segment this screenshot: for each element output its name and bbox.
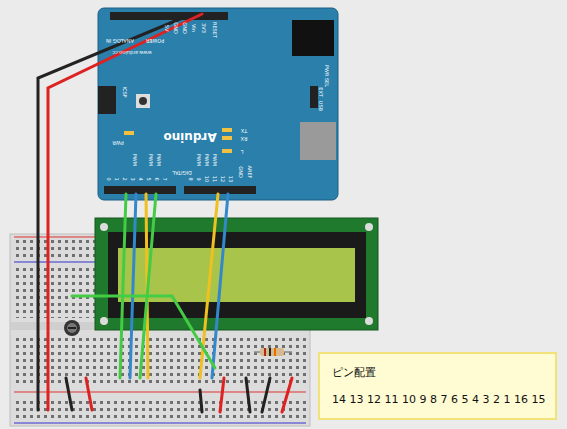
silkscreen-label: 8 bbox=[188, 177, 193, 180]
resistor bbox=[254, 348, 292, 356]
arduino-board bbox=[222, 128, 232, 132]
silkscreen-label: POWER bbox=[146, 38, 165, 43]
wires bbox=[200, 390, 202, 412]
wires bbox=[130, 194, 136, 378]
silkscreen-label: 9 bbox=[196, 177, 201, 180]
breadboard bbox=[14, 334, 306, 386]
silkscreen-label: PWR bbox=[112, 140, 123, 145]
potentiometer bbox=[67, 323, 77, 333]
silkscreen-label: PWM bbox=[156, 154, 161, 166]
silkscreen-label: 6 bbox=[154, 177, 159, 180]
note-heading: ピン配置 bbox=[332, 366, 545, 379]
silkscreen-label: GND bbox=[238, 166, 243, 177]
lcd-module bbox=[95, 218, 378, 330]
lcd-module bbox=[365, 317, 373, 325]
silkscreen-label: RESET bbox=[212, 22, 217, 38]
arduino-board bbox=[222, 149, 232, 153]
silkscreen-label: PWM bbox=[132, 154, 137, 166]
silkscreen-label: 0 bbox=[106, 177, 111, 180]
silkscreen-label: 10 bbox=[204, 176, 209, 182]
arduino-board bbox=[310, 86, 318, 108]
silkscreen-label: 13 bbox=[228, 176, 233, 182]
silkscreen-label: GND bbox=[173, 22, 178, 33]
silkscreen-label: PWM bbox=[196, 154, 201, 166]
silkscreen-label: EXT bbox=[318, 87, 323, 97]
silkscreen-label: 4 bbox=[138, 177, 143, 180]
breadboard bbox=[14, 392, 306, 393]
silkscreen-label: PWM bbox=[148, 154, 153, 166]
silkscreen-label: 3V3 bbox=[201, 23, 206, 33]
arduino-board bbox=[300, 122, 336, 160]
silkscreen-label: 1 bbox=[114, 177, 119, 180]
silkscreen-label: PWM bbox=[212, 154, 217, 166]
silkscreen-label: PWR SEL bbox=[324, 65, 329, 87]
resistor bbox=[269, 348, 271, 356]
potentiometer bbox=[64, 320, 80, 336]
resistor bbox=[274, 348, 276, 356]
arduino-board bbox=[222, 136, 232, 140]
silkscreen-label: PWM bbox=[204, 154, 209, 166]
lcd-module bbox=[95, 218, 378, 330]
wires bbox=[66, 378, 72, 410]
silkscreen-label: 11 bbox=[212, 176, 217, 182]
silkscreen-label: TX bbox=[241, 128, 247, 133]
silkscreen-label: www.arduino.cc bbox=[112, 50, 151, 55]
wires bbox=[38, 14, 192, 410]
pin-order: 14 13 12 11 10 9 8 7 6 5 4 3 2 1 16 15 bbox=[332, 393, 545, 406]
silkscreen-label: 3 bbox=[130, 177, 135, 180]
arduino-board bbox=[104, 186, 176, 194]
silkscreen-label: GND bbox=[182, 22, 187, 33]
arduino-board bbox=[110, 12, 228, 20]
silkscreen-label: USB bbox=[318, 101, 323, 111]
wires bbox=[282, 378, 292, 412]
arduino-board bbox=[136, 94, 150, 108]
wires bbox=[220, 378, 224, 412]
breadboard bbox=[14, 423, 306, 424]
potentiometer bbox=[64, 320, 80, 336]
wires bbox=[140, 194, 156, 378]
lcd-module bbox=[100, 223, 108, 231]
silkscreen-label: ANALOG IN bbox=[106, 38, 134, 43]
arduino-board bbox=[98, 86, 116, 114]
silkscreen-label: 5 bbox=[146, 177, 151, 180]
lcd-module bbox=[100, 317, 108, 325]
wires bbox=[48, 14, 202, 410]
silkscreen-label: 7 bbox=[162, 177, 167, 180]
silkscreen-label: 5V bbox=[164, 25, 169, 32]
lcd-module bbox=[118, 248, 355, 302]
board-logo: Arduino bbox=[163, 131, 216, 143]
wires bbox=[72, 296, 215, 368]
note-box: ピン配置 14 13 12 11 10 9 8 7 6 5 4 3 2 1 16 … bbox=[318, 352, 557, 420]
wires bbox=[120, 194, 126, 378]
resistor bbox=[264, 348, 266, 356]
silkscreen-label: ICSP bbox=[122, 86, 127, 97]
potentiometer bbox=[68, 327, 76, 329]
lcd-module bbox=[365, 223, 373, 231]
wires bbox=[38, 14, 292, 412]
silkscreen-label: DIGITAL bbox=[172, 170, 192, 175]
arduino-board bbox=[184, 186, 256, 194]
arduino-board bbox=[124, 131, 134, 135]
resistor bbox=[260, 348, 284, 356]
silkscreen-label: 12 bbox=[220, 176, 225, 182]
silkscreen-label: L bbox=[241, 149, 244, 154]
wires bbox=[212, 194, 228, 378]
silkscreen-label: RX bbox=[241, 136, 248, 141]
wires bbox=[262, 378, 270, 412]
arduino-board bbox=[139, 97, 147, 105]
silkscreen-label: Vin bbox=[191, 24, 196, 32]
silkscreen-label: 2 bbox=[122, 177, 127, 180]
silkscreen-label: AREF bbox=[247, 166, 252, 179]
wires bbox=[246, 378, 250, 412]
wires bbox=[86, 378, 92, 410]
arduino-board bbox=[292, 20, 334, 56]
